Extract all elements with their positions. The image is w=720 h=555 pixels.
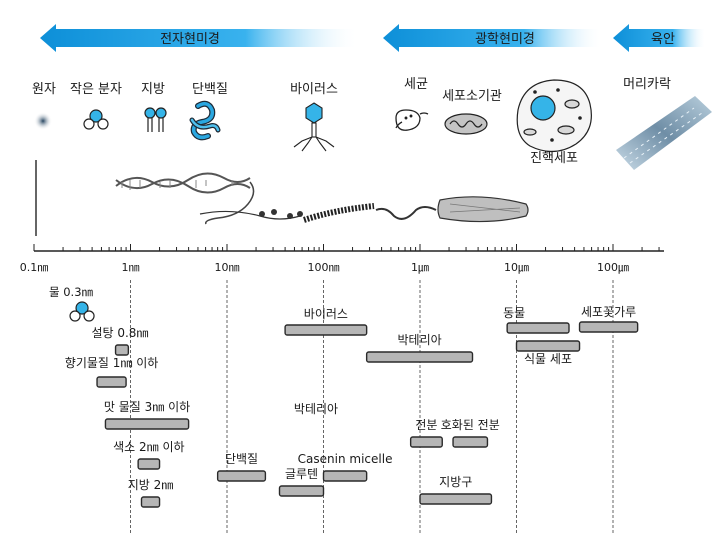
range-item: 박테리아: [294, 402, 338, 416]
range-bar: [216, 470, 267, 482]
range-label: 박테리아: [397, 333, 441, 347]
range-bar: [137, 458, 161, 470]
arrow-1: 광학현미경: [383, 24, 600, 52]
water-molecule-icon: [75, 301, 89, 315]
range-item: 글루텐: [278, 467, 325, 497]
range-bar: [322, 470, 368, 482]
range-bar: [409, 436, 443, 448]
dna-chromosome-illustration: [115, 172, 529, 225]
range-bar: [365, 351, 474, 363]
range-label: 식물 세포: [524, 352, 572, 366]
range-bar: [419, 493, 493, 505]
range-item: 세포꽃가루: [578, 305, 639, 333]
range-item: 전분: [409, 418, 443, 448]
axis-tick-label: 1㎚: [122, 261, 140, 274]
eukaryotic-cell-icon: [516, 79, 592, 153]
range-bar: [114, 344, 130, 356]
arrow-label: 전자현미경: [160, 32, 220, 47]
axis-tick-label: 10㎛: [504, 261, 529, 274]
object-label-lipid: 지방: [141, 82, 165, 97]
organelle-icon: [444, 113, 488, 135]
microscope-range-arrows: 전자현미경 광학현미경 육안: [40, 24, 705, 52]
range-label: 세포꽃가루: [581, 305, 636, 319]
range-label: Casenin micelle: [298, 452, 393, 466]
virus-icon: [293, 102, 335, 152]
range-item: 지방 2㎚: [128, 478, 174, 508]
hair-icon: [616, 96, 712, 170]
range-label: 향기물질 1㎚ 이하: [65, 356, 159, 370]
range-item: 향기물질 1㎚ 이하: [65, 356, 159, 388]
small-molecule-icon: [83, 109, 109, 130]
object-label-small-molecule: 작은 분자: [70, 82, 122, 97]
axis-tick-label: 10㎚: [215, 261, 240, 274]
range-item: 바이러스: [284, 307, 368, 336]
range-item: 색소 2㎚ 이하: [113, 440, 185, 470]
axis-tick-label: 100㎛: [597, 261, 629, 274]
range-label: 맛 물질 3㎚ 이하: [104, 400, 190, 414]
range-item: 단백질: [216, 452, 267, 482]
arrow-0: 전자현미경: [40, 24, 356, 52]
object-label-atom: 원자: [32, 82, 56, 97]
bacterium-icon: [395, 109, 429, 131]
axis-tick-label: 100㎚: [308, 261, 340, 274]
range-label: 전분: [415, 418, 437, 432]
object-label-protein: 단백질: [192, 82, 228, 97]
range-bar: [284, 324, 368, 336]
range-label: 물 0.3㎚: [49, 285, 94, 299]
range-item: 물 0.3㎚: [49, 285, 95, 322]
range-item: 맛 물질 3㎚ 이하: [104, 400, 190, 430]
range-bar: [578, 321, 639, 333]
range-label: 글루텐: [285, 467, 318, 481]
axis-tick-label: 1㎛: [411, 261, 429, 274]
axis-tick-label: 0.1㎚: [20, 261, 49, 274]
range-item: 설탕 0.8㎚: [91, 326, 148, 356]
water-molecule-icon: [83, 310, 95, 322]
range-item: 박테리아: [365, 333, 474, 363]
range-item: 식물 세포: [515, 340, 581, 366]
range-label: 바이러스: [304, 307, 348, 321]
object-label-virus: 바이러스: [290, 82, 338, 97]
object-label-bacterium: 세균: [404, 77, 428, 92]
range-label: 동물: [503, 306, 525, 320]
water-molecule-icon: [69, 310, 81, 322]
range-bar: [104, 418, 190, 430]
range-label: 단백질: [225, 452, 258, 466]
range-item: 동물: [503, 306, 570, 334]
range-item: Casenin micelle: [298, 452, 393, 482]
size-axis: 0.1㎚ 1㎚ 10㎚ 100㎚ 1㎛ 10㎛ 100㎛: [20, 244, 664, 535]
range-bar: [96, 376, 127, 388]
range-label: 지방 2㎚: [128, 478, 174, 492]
range-bar: [506, 322, 570, 334]
range-bar: [140, 496, 161, 508]
arrow-label: 육안: [651, 32, 675, 47]
object-label-eukaryotic-cell: 진핵세포: [530, 151, 578, 166]
object-label-organelle: 세포소기관: [442, 89, 502, 104]
range-bar: [515, 340, 581, 352]
atom-icon: [34, 112, 52, 130]
range-item: 호화된 전분: [441, 418, 500, 448]
range-bar: [278, 485, 325, 497]
protein-icon: [189, 100, 221, 141]
range-label: 색소 2㎚ 이하: [113, 440, 184, 454]
range-label: 설탕 0.8㎚: [91, 326, 148, 340]
range-label: 지방구: [439, 475, 472, 489]
range-item: 지방구: [419, 475, 493, 505]
range-bar: [452, 436, 489, 448]
range-label: 호화된 전분: [441, 418, 500, 432]
arrow-2: 육안: [613, 24, 705, 52]
object-label-hair: 머리카락: [623, 77, 671, 92]
range-label: 박테리아: [294, 402, 338, 416]
lipid-icon: [144, 107, 167, 132]
arrow-label: 광학현미경: [475, 32, 535, 47]
